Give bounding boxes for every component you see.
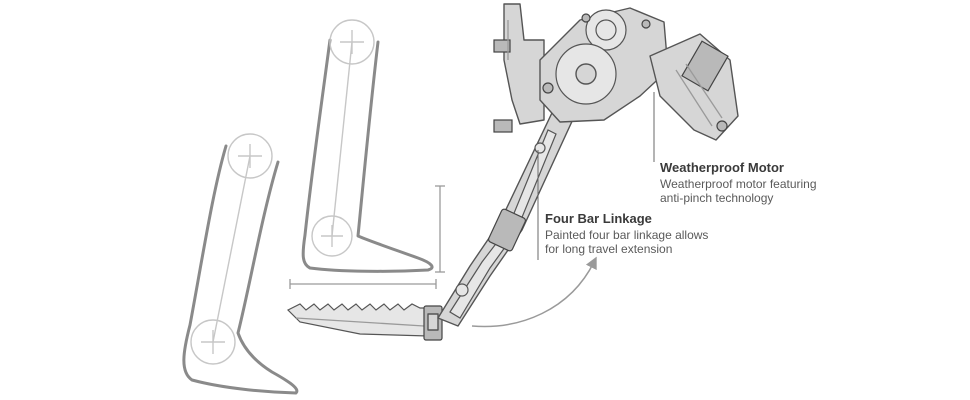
motor-callout-title: Weatherproof Motor xyxy=(660,160,784,175)
motor xyxy=(649,33,739,141)
leg-upper xyxy=(301,19,434,273)
motor-callout-line-1: Weatherproof motor featuring xyxy=(660,177,817,191)
four-bar-linkage xyxy=(437,95,581,327)
vertical-drop-dimension xyxy=(435,185,445,273)
linkage-callout-line-1: Painted four bar linkage allows xyxy=(545,228,708,242)
step-board xyxy=(286,303,443,341)
mounting-bracket xyxy=(493,3,545,133)
horizontal-travel-dimension xyxy=(289,279,437,289)
linkage-callout-line-2: for long travel extension xyxy=(545,242,672,256)
callout-motor: Weatherproof Motor Weatherproof motor fe… xyxy=(660,160,817,205)
motion-arrow xyxy=(471,256,597,328)
callout-linkage: Four Bar Linkage Painted four bar linkag… xyxy=(545,211,708,256)
leg-lower xyxy=(182,133,299,395)
gearbox-housing xyxy=(539,7,669,123)
linkage-callout-title: Four Bar Linkage xyxy=(545,211,652,226)
motor-callout-line-2: anti-pinch technology xyxy=(660,191,773,205)
